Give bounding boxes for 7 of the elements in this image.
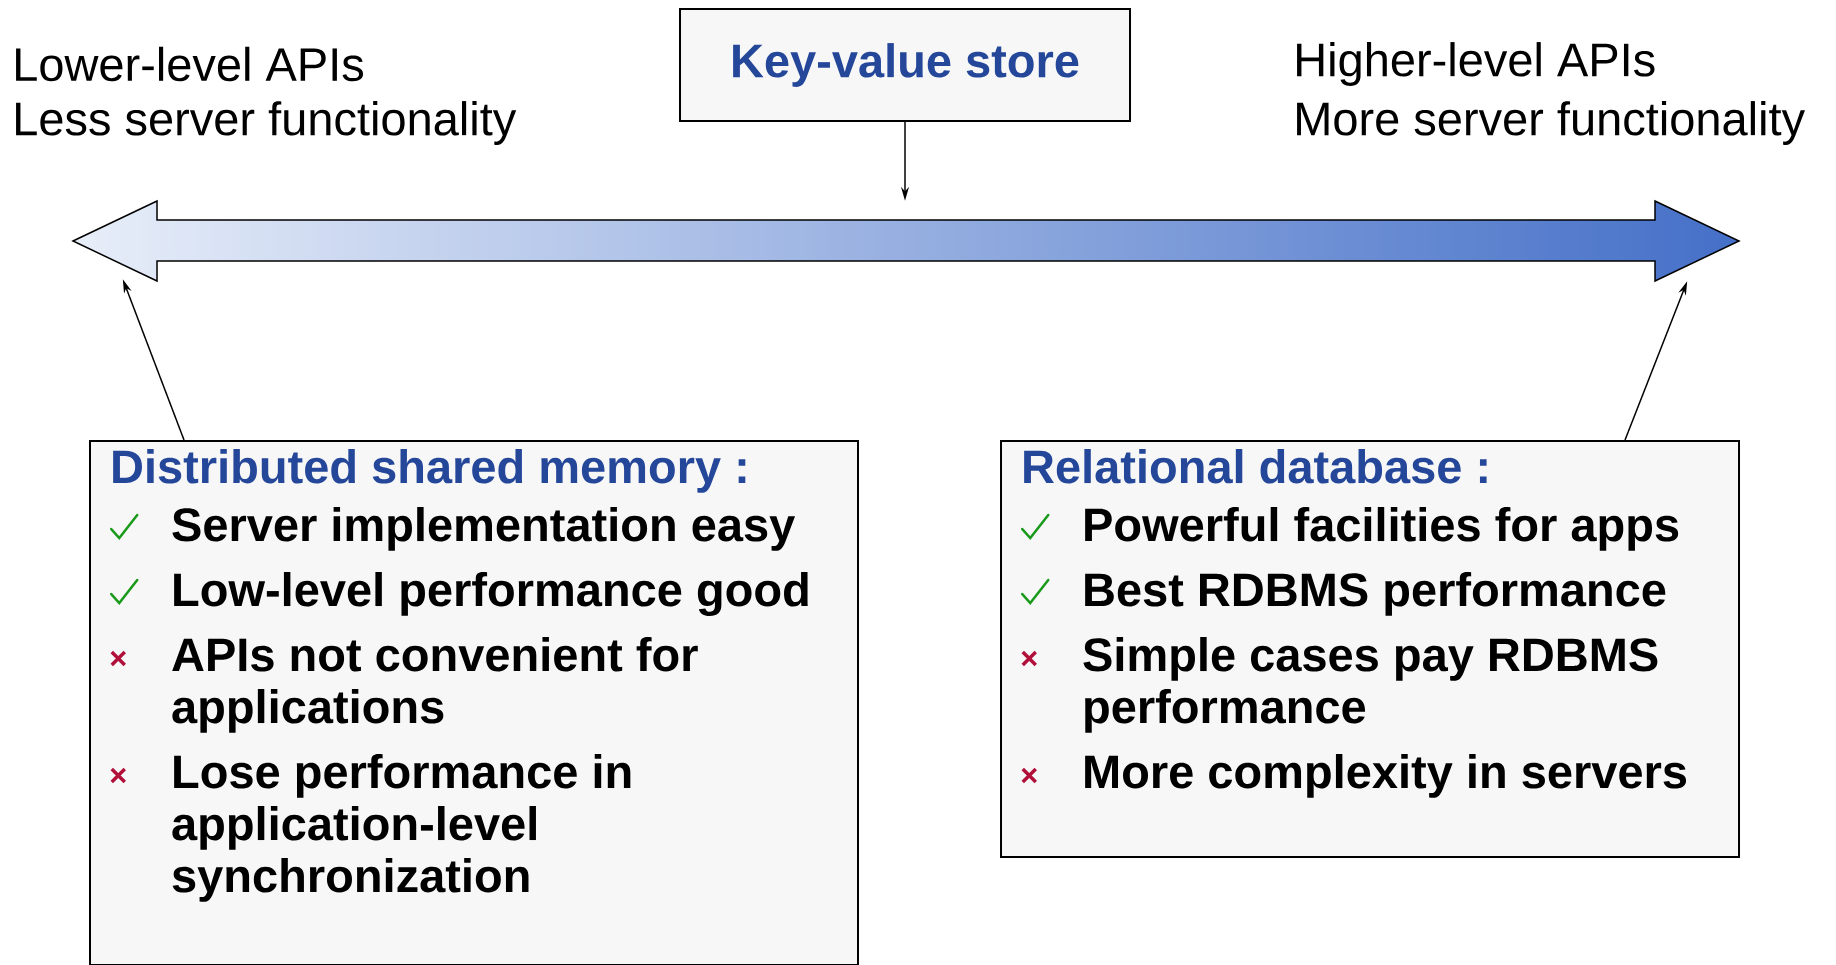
side-note: Higher-level APIs: [1297, 42, 1655, 86]
info-box: Relational database : Powerful facilities for apps Best RDBMS performance Simple cases pay RDBMS performance More complexity in servers: [1000, 440, 1740, 858]
side-note: Less server functionality: [16, 101, 517, 145]
info-box: Distributed shared memory : Server implementation easy Low-level performance good APIs not convenient for applications Lose performance in application-level synchronization: [89, 440, 859, 965]
title-box: Key-value store: [679, 8, 1131, 122]
side-note: Lower-level APIs: [16, 46, 364, 82]
side-note: More server functionality: [1297, 101, 1805, 145]
